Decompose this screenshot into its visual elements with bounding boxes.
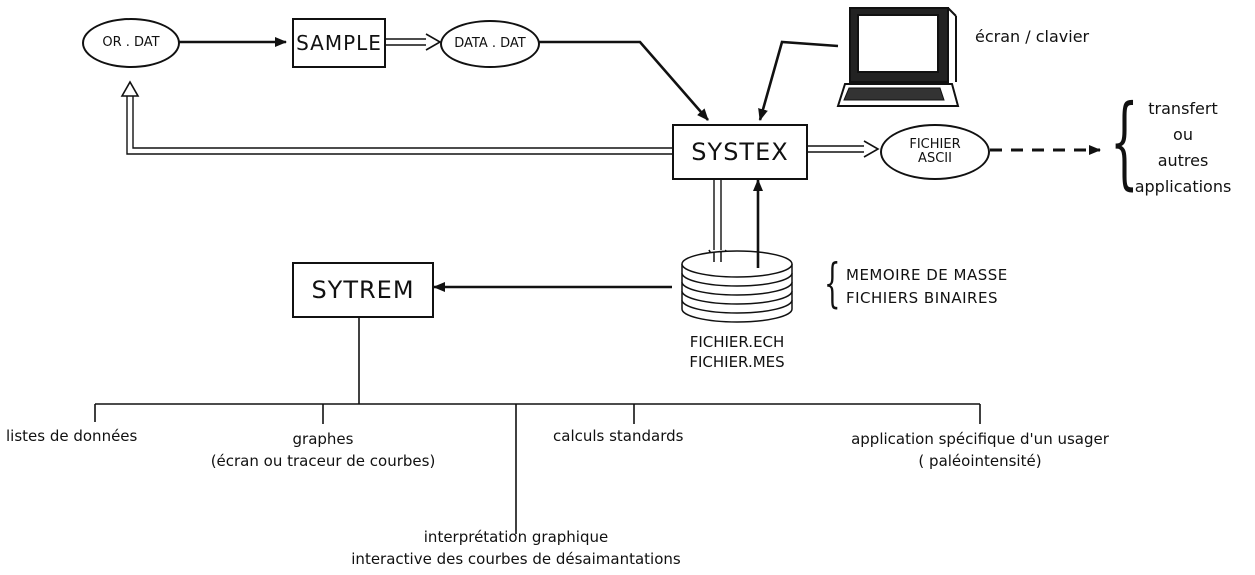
transfer-line-2: ou [1173,125,1193,144]
interpretation-line-1: interprétation graphique [423,528,609,546]
transfer-line-4: applications [1134,177,1232,196]
arrow-sample-datadat [384,33,442,51]
fichier-ascii-file: FICHIER ASCII [880,124,990,180]
transfer-line-1: transfert [1148,99,1218,118]
output-application: application spécifique d'un usager ( pal… [830,428,1130,472]
sample-program: SAMPLE [292,18,386,68]
arrow-datadat-systex [538,40,709,121]
transfer-line-3: autres [1157,151,1209,170]
systex-label: SYSTEX [691,138,789,166]
or-dat-label: OR . DAT [102,34,160,50]
output-listes: listes de données [6,427,138,445]
terminal-label: écran / clavier [975,27,1090,46]
sample-label: SAMPLE [296,31,382,55]
data-dat-label: DATA . DAT [454,35,526,51]
application-line-1: application spécifique d'un usager [851,430,1109,448]
transfer-note: transfert ou autres applications [1118,96,1248,200]
disk-line-2: FICHIER.MES [689,353,785,371]
interpretation-line-2: interactive des courbes de désaimantatio… [351,550,681,568]
graphes-line-2: (écran ou traceur de courbes) [210,452,436,470]
disk-stack-icon [681,250,793,323]
memory-line-2: FICHIERS BINAIRES [846,289,998,307]
fichier-ascii-line2: ASCII [918,151,952,166]
transfer-brace: { [1110,83,1139,200]
computer-terminal-icon [836,7,960,107]
arrow-systex-ordat [120,80,672,155]
fichier-ascii-line1: FICHIER [909,136,961,152]
memory-brace: { [824,254,841,314]
output-graphes: graphes (écran ou traceur de courbes) [203,428,443,472]
data-dat-file: DATA . DAT [440,20,540,68]
memory-line-1: MEMOIRE DE MASSE [846,266,1008,284]
or-dat-file: OR . DAT [82,18,180,68]
output-interpretation: interprétation graphique interactive des… [296,526,736,570]
application-line-2: ( paléointensité) [918,452,1042,470]
sytrem-label: SYTREM [311,276,415,304]
systex-program: SYSTEX [672,124,808,180]
arrow-terminal-systex [758,40,839,121]
memory-note: MEMOIRE DE MASSE FICHIERS BINAIRES [846,264,1008,310]
arrow-systex-ascii [808,140,880,158]
disk-files-label: FICHIER.ECH FICHIER.MES [662,332,812,372]
output-calculs: calculs standards [553,427,684,445]
sytrem-program: SYTREM [292,262,434,318]
graphes-line-1: graphes [292,430,354,448]
output-tree [94,316,981,534]
disk-line-1: FICHIER.ECH [689,333,785,351]
